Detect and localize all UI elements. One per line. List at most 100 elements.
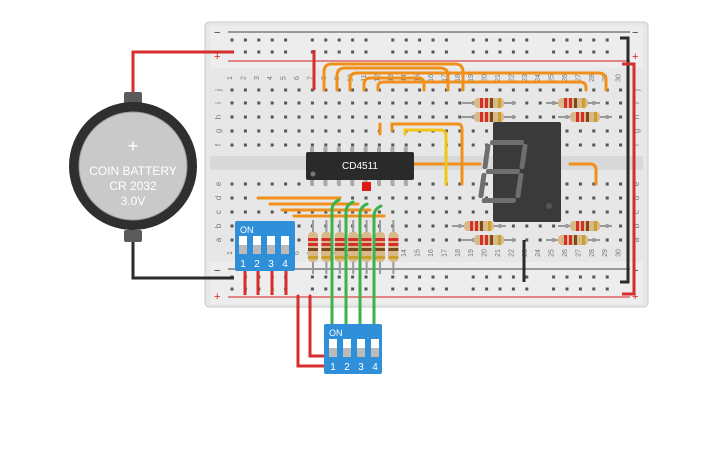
terminal-hole[interactable] (538, 101, 542, 105)
terminal-hole[interactable] (471, 88, 475, 92)
terminal-hole[interactable] (364, 210, 368, 214)
terminal-hole[interactable] (324, 101, 328, 105)
terminal-hole[interactable] (257, 210, 261, 214)
terminal-hole[interactable] (525, 101, 529, 105)
terminal-hole[interactable] (284, 101, 288, 105)
rail-hole[interactable] (418, 275, 422, 279)
rail-hole[interactable] (351, 275, 355, 279)
rail-hole[interactable] (337, 287, 341, 291)
terminal-hole[interactable] (404, 224, 408, 228)
coin-battery[interactable]: + COIN BATTERY CR 2032 3.0V (69, 92, 197, 242)
terminal-hole[interactable] (324, 88, 328, 92)
terminal-hole[interactable] (431, 210, 435, 214)
rail-hole[interactable] (565, 275, 569, 279)
rail-hole[interactable] (310, 38, 314, 42)
dip-switch-left[interactable]: ON 1 2 3 4 (235, 221, 295, 271)
rail-hole[interactable] (243, 38, 247, 42)
terminal-hole[interactable] (458, 115, 462, 119)
terminal-hole[interactable] (257, 88, 261, 92)
terminal-hole[interactable] (458, 88, 462, 92)
terminal-hole[interactable] (458, 238, 462, 242)
terminal-hole[interactable] (605, 182, 609, 186)
rail-hole[interactable] (418, 50, 422, 54)
resistor[interactable] (462, 235, 516, 245)
dip-toggle-knob[interactable] (281, 245, 289, 254)
terminal-hole[interactable] (404, 143, 408, 147)
terminal-hole[interactable] (605, 101, 609, 105)
terminal-hole[interactable] (511, 224, 515, 228)
terminal-hole[interactable] (565, 143, 569, 147)
terminal-hole[interactable] (444, 115, 448, 119)
terminal-hole[interactable] (257, 115, 261, 119)
seven-segment-display[interactable] (478, 122, 561, 222)
yellow-wire[interactable] (403, 128, 448, 186)
terminal-hole[interactable] (592, 129, 596, 133)
rail-hole[interactable] (351, 50, 355, 54)
rail-hole[interactable] (310, 275, 314, 279)
rail-hole[interactable] (471, 287, 475, 291)
terminal-hole[interactable] (552, 88, 556, 92)
rail-hole[interactable] (230, 287, 234, 291)
rail-hole[interactable] (605, 38, 609, 42)
terminal-hole[interactable] (444, 129, 448, 133)
rail-hole[interactable] (418, 38, 422, 42)
terminal-hole[interactable] (243, 182, 247, 186)
terminal-hole[interactable] (538, 115, 542, 119)
terminal-hole[interactable] (605, 143, 609, 147)
terminal-hole[interactable] (619, 238, 623, 242)
terminal-hole[interactable] (297, 101, 301, 105)
terminal-hole[interactable] (538, 224, 542, 228)
terminal-hole[interactable] (605, 129, 609, 133)
dip-toggle-knob[interactable] (267, 245, 275, 254)
terminal-hole[interactable] (364, 101, 368, 105)
orange-wires-top[interactable] (322, 62, 608, 92)
terminal-hole[interactable] (431, 196, 435, 200)
terminal-hole[interactable] (337, 129, 341, 133)
terminal-hole[interactable] (578, 210, 582, 214)
terminal-hole[interactable] (270, 101, 274, 105)
terminal-hole[interactable] (377, 143, 381, 147)
terminal-hole[interactable] (431, 182, 435, 186)
rail-hole[interactable] (552, 50, 556, 54)
terminal-hole[interactable] (243, 101, 247, 105)
terminal-hole[interactable] (243, 88, 247, 92)
terminal-hole[interactable] (565, 196, 569, 200)
terminal-hole[interactable] (364, 115, 368, 119)
rail-hole[interactable] (498, 50, 502, 54)
terminal-hole[interactable] (377, 196, 381, 200)
terminal-hole[interactable] (243, 210, 247, 214)
terminal-hole[interactable] (605, 238, 609, 242)
rail-hole[interactable] (324, 50, 328, 54)
resistor[interactable] (375, 220, 385, 274)
terminal-hole[interactable] (605, 210, 609, 214)
resistor[interactable] (462, 112, 516, 122)
rail-hole[interactable] (444, 287, 448, 291)
terminal-hole[interactable] (471, 143, 475, 147)
terminal-hole[interactable] (619, 182, 623, 186)
terminal-hole[interactable] (485, 182, 489, 186)
terminal-hole[interactable] (431, 143, 435, 147)
terminal-hole[interactable] (418, 143, 422, 147)
rail-hole[interactable] (511, 275, 515, 279)
resistor[interactable] (334, 220, 345, 274)
terminal-hole[interactable] (471, 210, 475, 214)
terminal-hole[interactable] (230, 115, 234, 119)
dip-toggle-knob[interactable] (329, 348, 337, 357)
rail-hole[interactable] (578, 275, 582, 279)
rail-hole[interactable] (498, 275, 502, 279)
rail-hole[interactable] (364, 50, 368, 54)
terminal-hole[interactable] (230, 196, 234, 200)
rail-hole[interactable] (605, 50, 609, 54)
terminal-hole[interactable] (297, 88, 301, 92)
terminal-hole[interactable] (458, 210, 462, 214)
terminal-hole[interactable] (565, 210, 569, 214)
rail-hole[interactable] (284, 38, 288, 42)
rail-hole[interactable] (324, 38, 328, 42)
rail-hole[interactable] (444, 50, 448, 54)
terminal-hole[interactable] (391, 210, 395, 214)
terminal-hole[interactable] (565, 129, 569, 133)
terminal-hole[interactable] (525, 224, 529, 228)
terminal-hole[interactable] (284, 129, 288, 133)
rail-hole[interactable] (431, 275, 435, 279)
dip-toggle-knob[interactable] (343, 348, 351, 357)
